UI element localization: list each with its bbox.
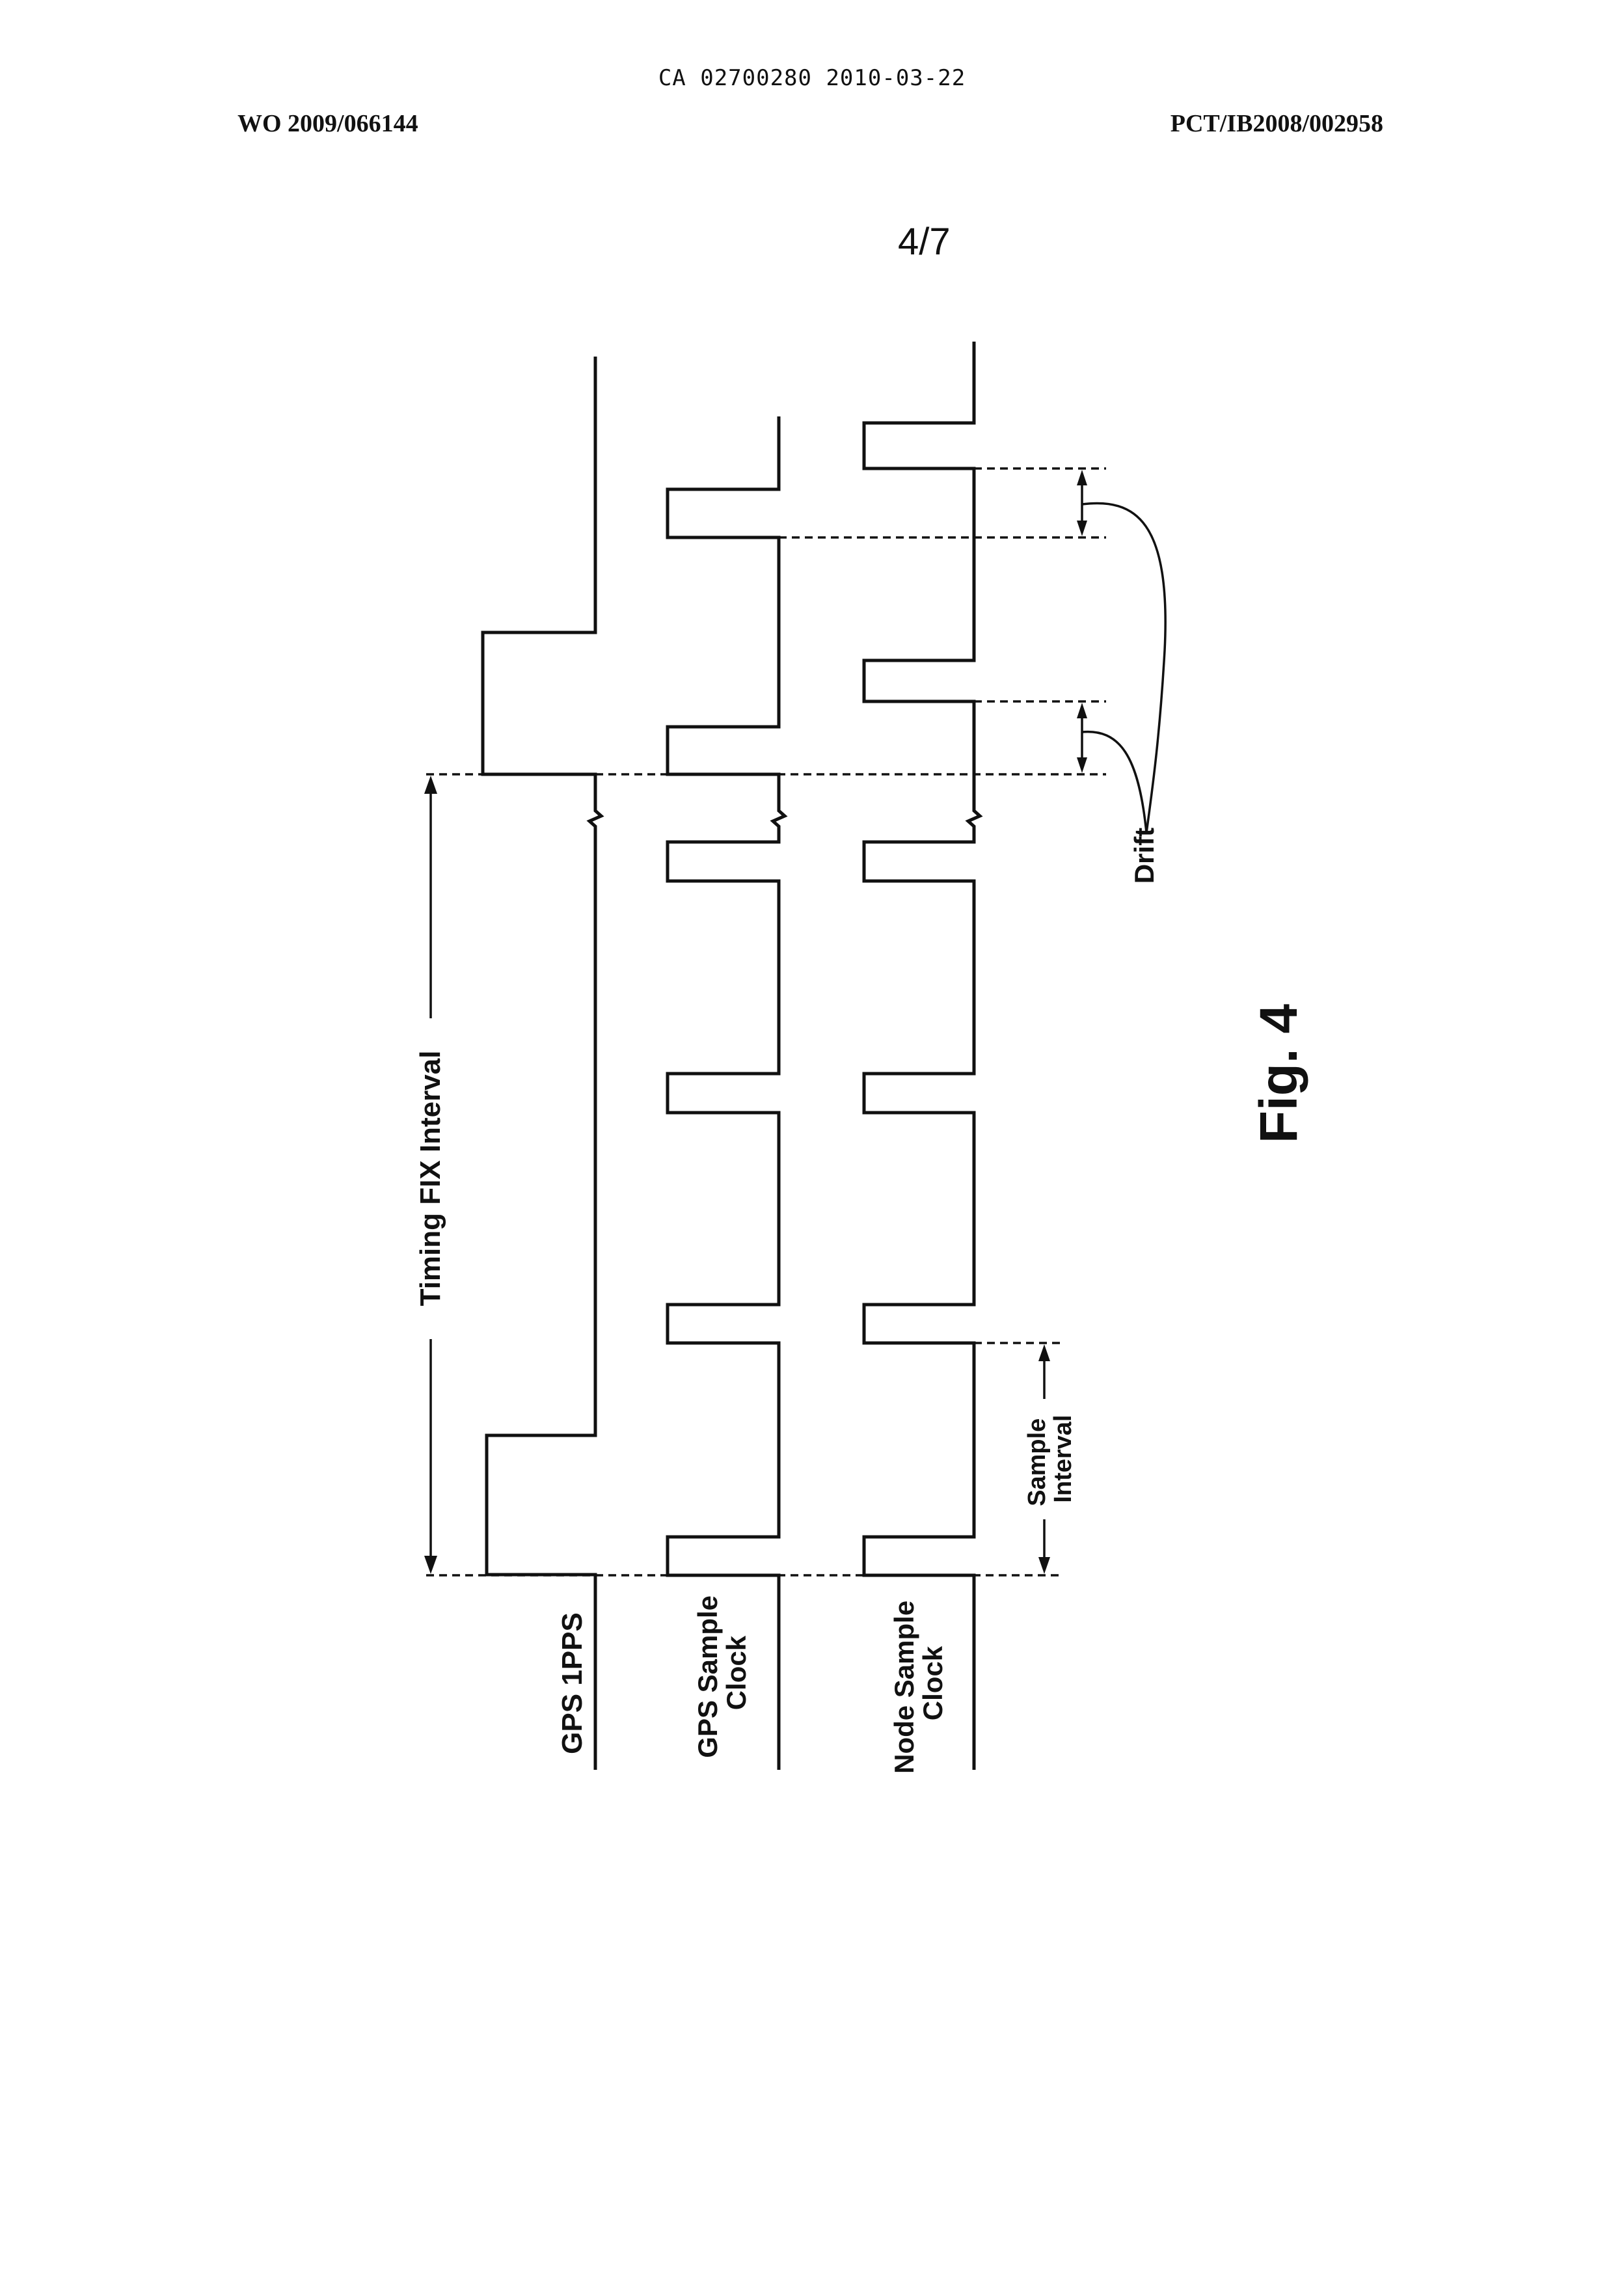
sample-interval-label: Sample Interval <box>1023 1411 1077 1506</box>
gps-sample-clock-waveform <box>668 416 785 1770</box>
gps-1pps-waveform <box>483 357 601 1770</box>
drift-leader-1 <box>1082 732 1146 833</box>
node-sample-clock-label: Node Sample Clock <box>889 1593 948 1774</box>
drift-leader-2 <box>1082 503 1165 833</box>
gps-sample-clock-line-1: GPS Sample <box>692 1595 723 1758</box>
timing-fix-interval-label: Timing FIX Interval <box>414 1051 446 1307</box>
drift-arrow-1 <box>1077 703 1087 773</box>
node-sample-clock-line-1: Node Sample <box>889 1601 919 1774</box>
gps-1pps-label: GPS 1PPS <box>556 1612 588 1754</box>
node-sample-clock-line-2: Clock <box>917 1646 948 1720</box>
gps-sample-clock-label: GPS Sample Clock <box>692 1588 751 1757</box>
drift-label: Drift <box>1129 828 1159 884</box>
sample-interval-line-2: Interval <box>1049 1415 1077 1502</box>
figure-title: Fig. 4 <box>1249 1004 1308 1144</box>
gps-sample-clock-line-2: Clock <box>721 1635 751 1710</box>
sample-interval-line-1: Sample <box>1023 1418 1051 1506</box>
node-sample-clock-waveform <box>864 342 980 1770</box>
